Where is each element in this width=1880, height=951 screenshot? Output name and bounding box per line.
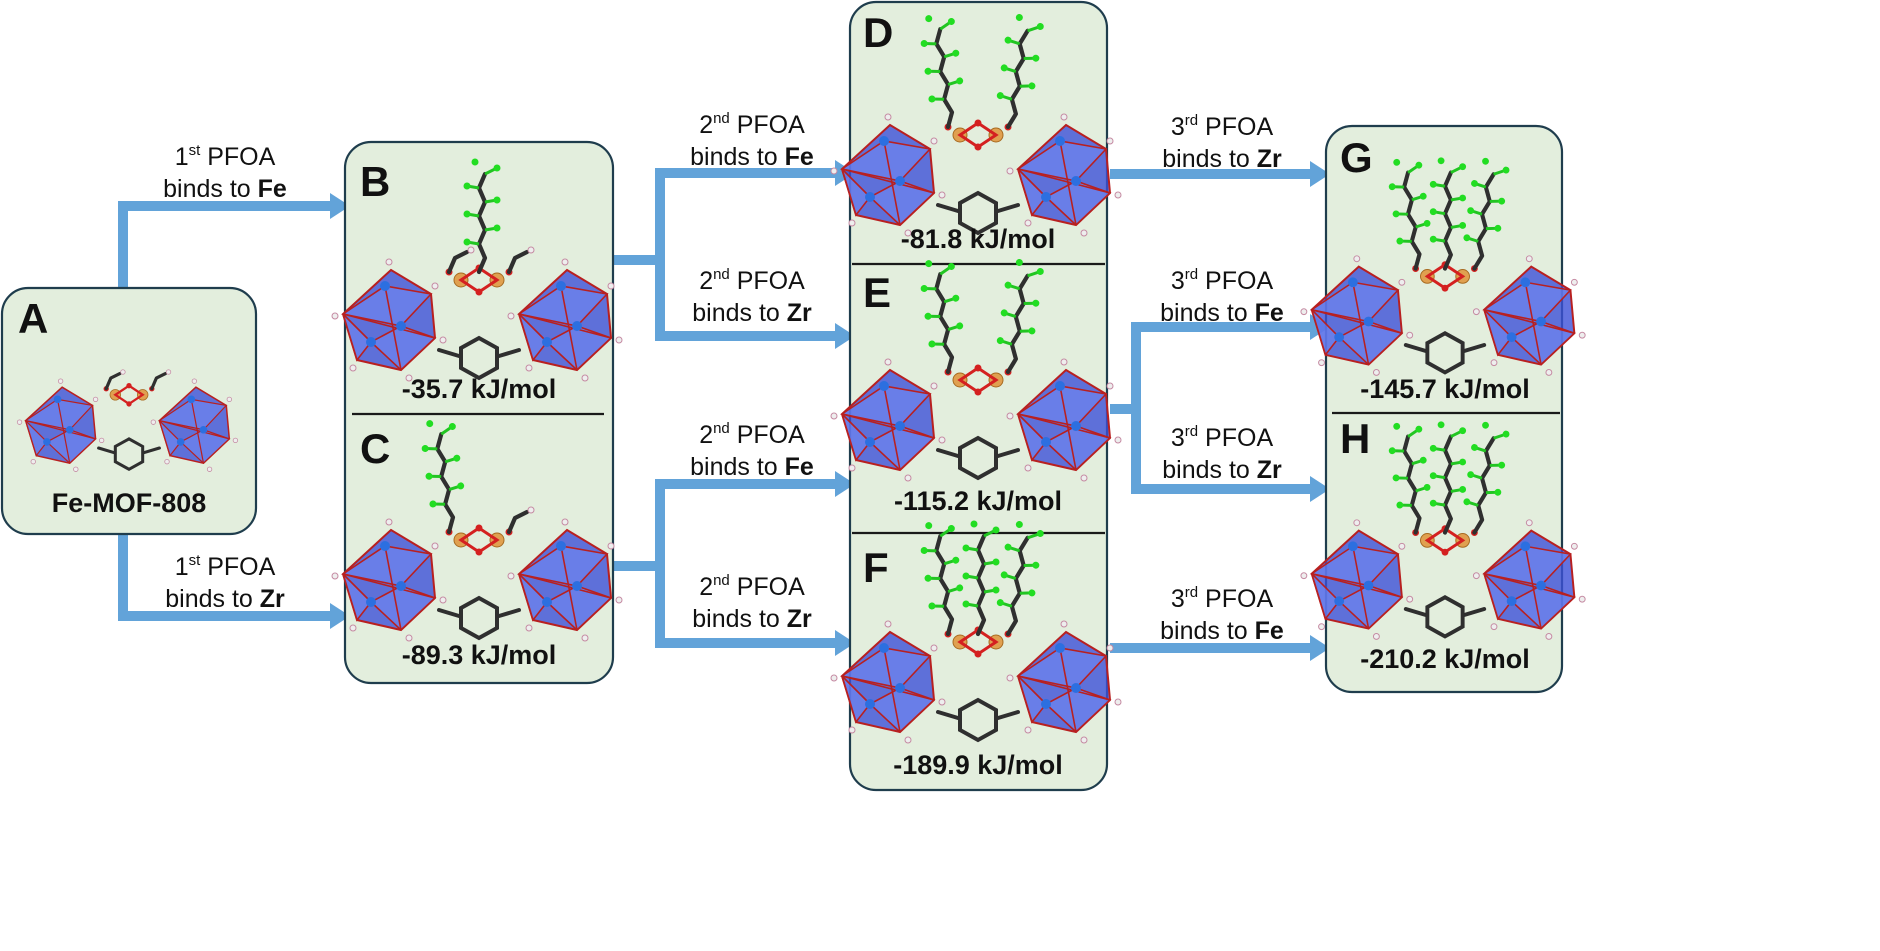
edge-label-line1: 3rd PFOA (1171, 112, 1274, 141)
binding-energy: -35.7 kJ/mol (402, 374, 557, 404)
edge-c-to-f: 2nd PFOA binds to Zr (655, 566, 855, 656)
arrow-head (835, 323, 855, 349)
panel-f: F -189.9 kJ/mol (831, 519, 1121, 780)
edge-label-line1: 2nd PFOA (699, 266, 805, 295)
panel-letter: B (360, 158, 390, 205)
edge-label-line1: 1st PFOA (175, 552, 276, 581)
edge-label-line1: 3rd PFOA (1171, 423, 1274, 452)
connector-line (612, 168, 835, 265)
arrow-head (835, 471, 855, 497)
edge-label-line2: binds to Zr (692, 299, 812, 327)
connector-line (1110, 322, 1310, 414)
edge-label-line2: binds to Zr (165, 585, 285, 613)
connector-line (118, 534, 330, 621)
panel-e: E -115.2 kJ/mol (831, 257, 1121, 516)
binding-energy: -145.7 kJ/mol (1360, 374, 1530, 404)
edge-label-line2: binds to Zr (1162, 456, 1282, 484)
arrow-head (1310, 635, 1330, 661)
panel-letter: E (863, 269, 891, 316)
edge-label-line1: 1st PFOA (175, 142, 276, 171)
panel-letter: H (1340, 415, 1370, 462)
binding-energy: -81.8 kJ/mol (901, 224, 1056, 254)
connector-line (1131, 409, 1310, 494)
arrow-head (835, 630, 855, 656)
arrow-head (1310, 161, 1330, 187)
arrow-head (1310, 476, 1330, 502)
connector-line (655, 260, 835, 341)
panel-letter: C (360, 425, 390, 472)
binding-energy: -89.3 kJ/mol (402, 640, 557, 670)
connector-line (612, 479, 835, 571)
panel-letter: G (1340, 134, 1373, 181)
structure-name: Fe-MOF-808 (52, 488, 207, 518)
edge-label-line2: binds to Fe (690, 143, 814, 171)
panel-letter: A (18, 295, 48, 342)
edge-c-to-e: 2nd PFOA binds to Fe (612, 420, 855, 571)
panel-letter: F (863, 544, 889, 591)
panel-c: C -89.3 kJ/mol (332, 417, 622, 670)
edge-b-to-e: 2nd PFOA binds to Zr (655, 260, 855, 349)
edge-label-line1: 2nd PFOA (699, 110, 805, 139)
panel-b: B -35.7 kJ/mol (332, 158, 622, 404)
edge-a-to-b: 1st PFOA binds to Fe (118, 142, 350, 290)
edge-label-line1: 3rd PFOA (1171, 266, 1274, 295)
edge-label-line1: 3rd PFOA (1171, 584, 1274, 613)
edge-label-line2: binds to Fe (690, 453, 814, 481)
panel-container (0, 286, 258, 536)
panel-a: A Fe-MOF-808 (17, 295, 237, 518)
edge-b-to-d: 2nd PFOA binds to Fe (612, 110, 855, 265)
edge-label-line2: binds to Fe (163, 175, 287, 203)
edge-label-line2: binds to Zr (692, 605, 812, 633)
edge-a-to-c: 1st PFOA binds to Zr (118, 534, 350, 629)
edge-label-line1: 2nd PFOA (699, 420, 805, 449)
binding-energy: -210.2 kJ/mol (1360, 644, 1530, 674)
edge-label-line1: 2nd PFOA (699, 572, 805, 601)
edge-e-to-g: 3rd PFOA binds to Fe (1110, 266, 1330, 414)
panel-h: H -210.2 kJ/mol (1301, 415, 1585, 674)
panel-letter: D (863, 9, 893, 56)
edge-f-to-h: 3rd PFOA binds to Fe (1110, 584, 1330, 661)
binding-energy: -189.9 kJ/mol (893, 750, 1063, 780)
connector-line (655, 566, 835, 648)
edge-label-line2: binds to Zr (1162, 145, 1282, 173)
binding-energy: -115.2 kJ/mol (894, 486, 1062, 516)
edge-d-to-g: 3rd PFOA binds to Zr (1110, 112, 1330, 187)
arrow-head (330, 193, 350, 219)
connector-line (118, 201, 330, 290)
edge-label-line2: binds to Fe (1160, 617, 1284, 645)
panel-d: D -81.8 kJ/mol (831, 9, 1121, 254)
edge-e-to-h: 3rd PFOA binds to Zr (1131, 409, 1330, 502)
arrow-head (330, 603, 350, 629)
edge-label-line2: binds to Fe (1160, 299, 1284, 327)
panel-g: G -145.7 kJ/mol (1301, 134, 1585, 404)
